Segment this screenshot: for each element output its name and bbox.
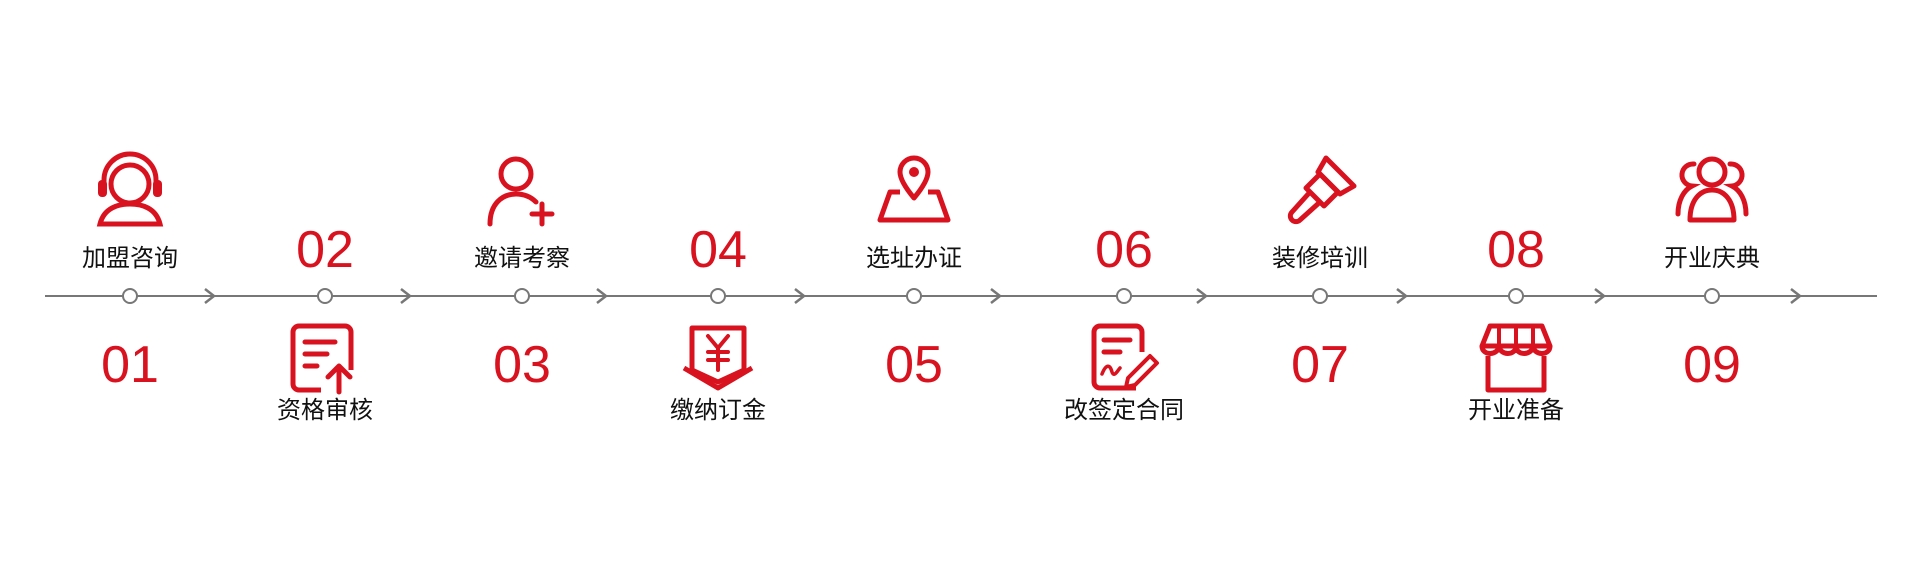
step-number-01: 01: [101, 336, 159, 394]
headset-icon: [90, 150, 170, 230]
step-label-02: 资格审核: [277, 396, 373, 424]
step-number-02: 02: [296, 221, 354, 279]
step-number-09: 09: [1683, 336, 1741, 394]
timeline-node-05: [906, 288, 922, 304]
chevron-right-icon: [1192, 286, 1212, 306]
step-label-07: 装修培训: [1272, 244, 1368, 272]
step-number-08: 08: [1487, 221, 1545, 279]
step-number-04: 04: [689, 221, 747, 279]
chevron-right-icon: [200, 286, 220, 306]
chevron-right-icon: [396, 286, 416, 306]
step-label-03: 邀请考察: [474, 244, 570, 272]
timeline-node-07: [1312, 288, 1328, 304]
chevron-right-icon: [1590, 286, 1610, 306]
step-label-04: 缴纳订金: [670, 396, 766, 424]
chevron-right-icon: [1392, 286, 1412, 306]
storefront-icon: [1476, 318, 1556, 398]
timeline-node-04: [710, 288, 726, 304]
step-label-08: 开业准备: [1468, 396, 1564, 424]
step-number-05: 05: [885, 336, 943, 394]
step-label-05: 选址办证: [866, 244, 962, 272]
chevron-right-icon: [1786, 286, 1806, 306]
add-user-icon: [482, 150, 562, 230]
group-users-icon: [1672, 150, 1752, 230]
timeline-node-09: [1704, 288, 1720, 304]
document-upload-icon: [285, 318, 365, 398]
yuan-coin-icon: [678, 318, 758, 398]
timeline-node-01: [122, 288, 138, 304]
contract-sign-icon: [1084, 318, 1164, 398]
step-label-09: 开业庆典: [1664, 244, 1760, 272]
step-number-07: 07: [1291, 336, 1349, 394]
step-number-03: 03: [493, 336, 551, 394]
timeline-node-02: [317, 288, 333, 304]
timeline-node-06: [1116, 288, 1132, 304]
step-number-06: 06: [1095, 221, 1153, 279]
chevron-right-icon: [790, 286, 810, 306]
chevron-right-icon: [986, 286, 1006, 306]
step-label-01: 加盟咨询: [82, 244, 178, 272]
step-label-06: 改签定合同: [1064, 396, 1184, 424]
paint-brush-icon: [1280, 150, 1360, 230]
location-map-icon: [874, 150, 954, 230]
timeline-line: [45, 295, 1877, 297]
timeline-node-03: [514, 288, 530, 304]
timeline-node-08: [1508, 288, 1524, 304]
chevron-right-icon: [592, 286, 612, 306]
